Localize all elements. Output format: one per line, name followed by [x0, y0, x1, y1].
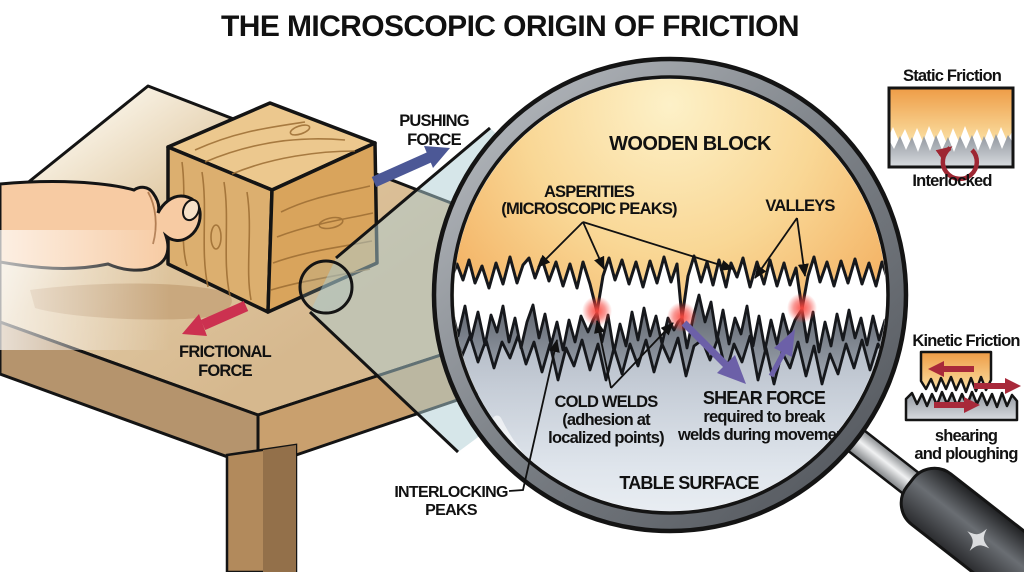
- static-friction-title: Static Friction: [903, 67, 1002, 85]
- kinetic-friction-inset: Kinetic Friction shearing and ploughing: [904, 332, 1021, 463]
- kinetic-friction-caption-1: shearing: [935, 427, 997, 445]
- shear-force-label-1: SHEAR FORCE: [703, 388, 826, 408]
- interlocking-peaks-label-2: PEAKS: [425, 502, 478, 519]
- cold-welds-label-3: localized points): [548, 429, 664, 447]
- table-surface-label: TABLE SURFACE: [619, 473, 759, 493]
- table-asperities-band: [454, 293, 886, 386]
- kinetic-friction-title: Kinetic Friction: [912, 332, 1020, 350]
- wood-grain: [181, 121, 374, 301]
- block-asperities-surface: [454, 79, 886, 320]
- frictional-force-label-1: FRICTIONAL: [179, 343, 272, 361]
- asperities-label-1: ASPERITIES: [544, 183, 635, 201]
- hand-arm: [0, 180, 202, 350]
- cold-welds-leader-arrows: [594, 320, 674, 389]
- arm-fade: [0, 230, 170, 350]
- cold-weld-glow: [787, 293, 817, 323]
- shear-force-label-2: required to break: [703, 408, 826, 426]
- cold-weld-glow: [582, 296, 612, 326]
- page-title: THE MICROSCOPIC ORIGIN OF FRICTION: [221, 10, 799, 43]
- pushing-force-arrow: [371, 146, 450, 188]
- handle-sparkle: [967, 528, 990, 551]
- shear-force-label-3: welds during movement: [677, 426, 851, 444]
- wooden-block: [166, 101, 379, 314]
- magnifier-ring: [431, 56, 909, 534]
- valleys-label: VALLEYS: [765, 197, 835, 215]
- table-leg-shade: [263, 445, 296, 572]
- kinetic-friction-caption-2: and ploughing: [914, 445, 1017, 463]
- thumbnail: [182, 198, 200, 222]
- asperities-leader-arrows: [537, 221, 734, 271]
- static-inset-steel: [889, 134, 1013, 167]
- static-friction-caption: Interlocked: [912, 172, 991, 190]
- static-friction-inset: Static Friction Interlocked: [887, 67, 1015, 190]
- static-inset-wood: [889, 88, 1013, 144]
- kinetic-shear-arrows: [928, 361, 1021, 413]
- pushing-force-label-1: PUSHING: [399, 112, 469, 130]
- cold-welds-label-2: (adhesion at: [562, 411, 651, 429]
- asperities-label-2: (MICROSCOPIC PEAKS): [501, 200, 677, 218]
- wooden-block-label: WOODEN BLOCK: [609, 133, 772, 155]
- cold-welds-label-1: COLD WELDS: [555, 393, 659, 411]
- pushing-force-label-2: FORCE: [407, 131, 462, 149]
- zoom-source-circle: [298, 259, 354, 315]
- frictional-force-label-2: FORCE: [198, 362, 253, 380]
- frictional-force-arrow: [182, 300, 249, 336]
- interlock-rotation-icon: [935, 146, 980, 182]
- valleys-leader-arrows: [754, 217, 809, 279]
- shear-force-arrows: [681, 320, 795, 384]
- interlocking-peaks-label-1: INTERLOCKING: [394, 484, 508, 501]
- interlocking-peaks-leader: [508, 339, 560, 492]
